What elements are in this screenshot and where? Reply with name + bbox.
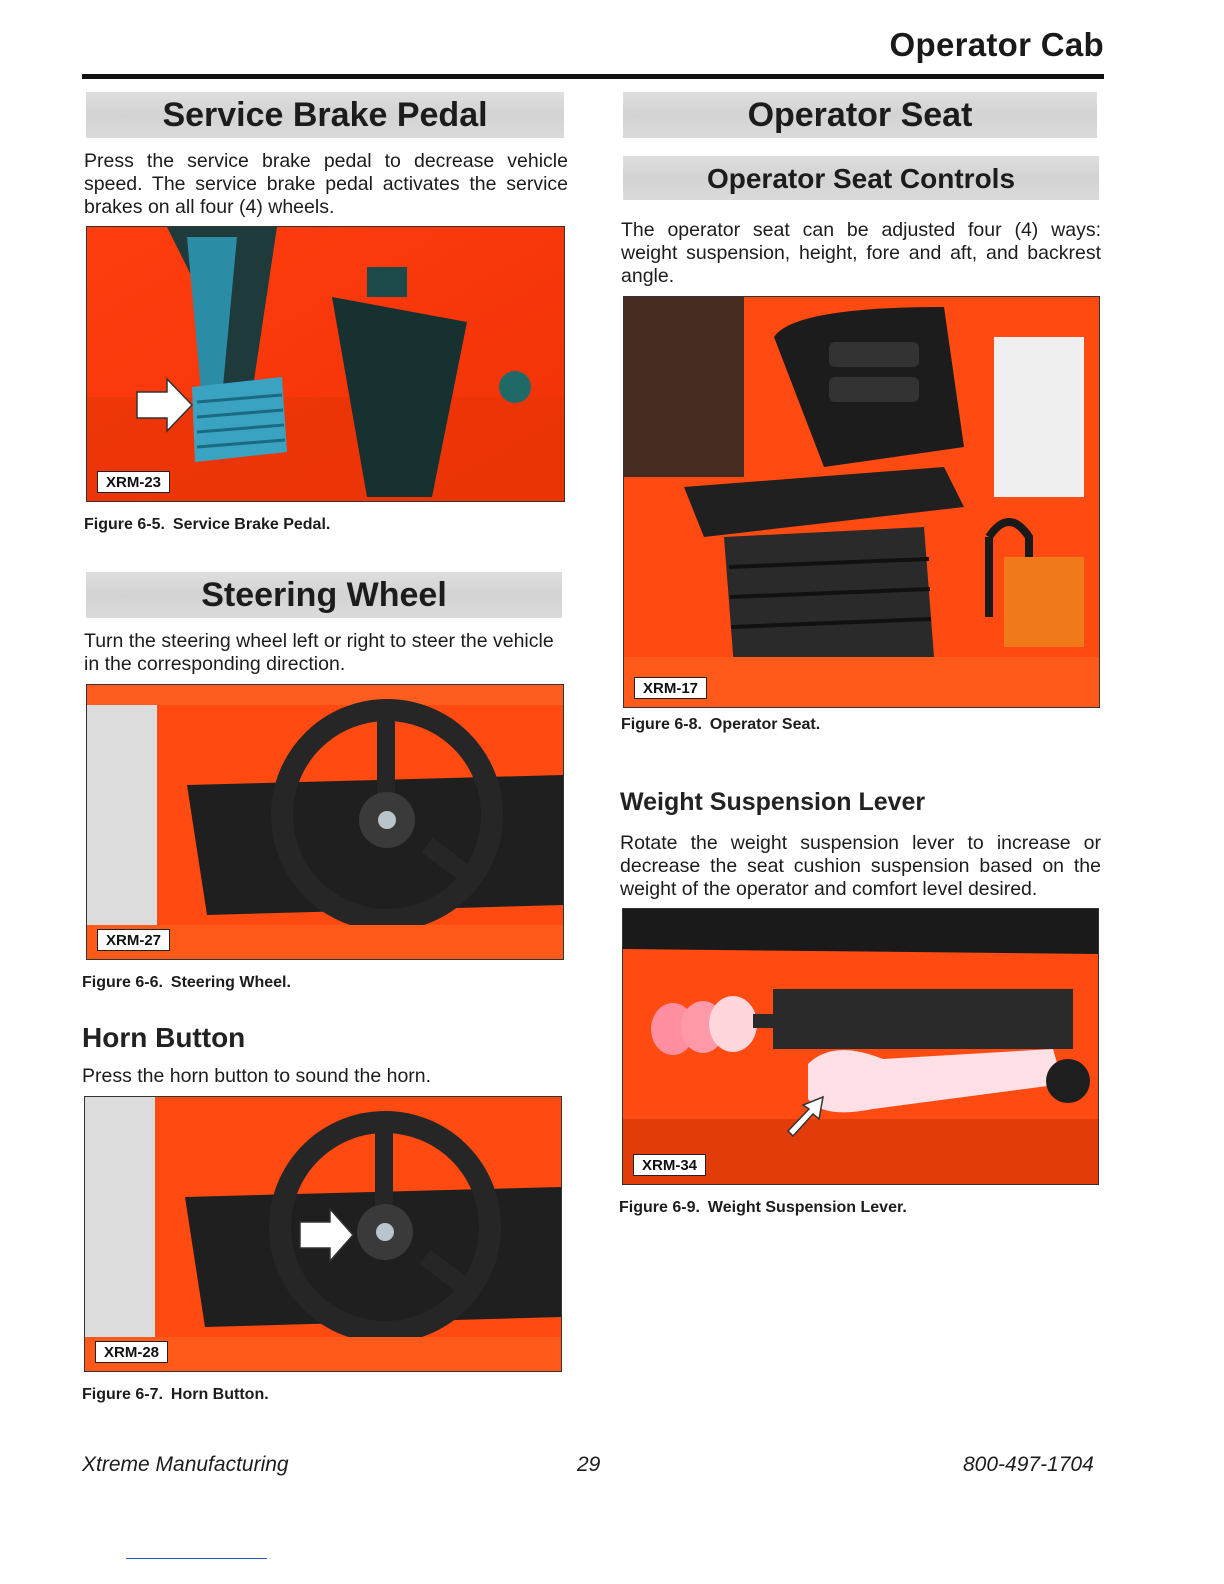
figure-number: Figure 6-8. [621,716,702,733]
figure-tag: XRM-34 [633,1154,707,1176]
footer-page-number: 29 [577,1453,601,1476]
figure-title: Operator Seat. [709,716,821,733]
weight-suspension-photo: XRM-34 [622,908,1099,1185]
figure-tag: XRM-17 [634,677,708,699]
figure-caption: Figure 6-6. Steering Wheel. [82,974,291,992]
service-brake-photo: XRM-23 [86,226,565,502]
steering-wheel-illustration [87,685,563,959]
operator-seat-photo: XRM-17 [623,296,1100,708]
footer-link-underline [126,1558,267,1559]
figure-number: Figure 6-7. [82,1386,163,1403]
service-brake-heading: Service Brake Pedal [86,92,564,138]
figure-caption: Figure 6-5. Service Brake Pedal. [84,516,330,534]
service-brake-text: Press the service brake pedal to decreas… [84,150,568,218]
figure-caption: Figure 6-8. Operator Seat. [621,716,820,734]
figure-number: Figure 6-6. [82,974,163,991]
horn-button-heading: Horn Button [82,1022,246,1053]
weight-lever-illustration [623,909,1098,1184]
figure-title: Service Brake Pedal. [172,516,331,533]
steering-wheel-photo: XRM-27 [86,684,564,960]
figure-number: Figure 6-9. [619,1199,700,1216]
operator-seat-illustration [624,297,1099,707]
figure-title: Steering Wheel. [170,974,291,991]
horn-button-photo: XRM-28 [84,1096,562,1372]
figure-title: Horn Button. [170,1386,269,1403]
horn-button-text: Press the horn button to sound the horn. [82,1065,432,1087]
operator-seat-text: The operator seat can be adjusted four (… [621,219,1101,287]
footer-company: Xtreme Manufacturing [82,1453,289,1476]
steering-wheel-text: Turn the steering wheel left or right to… [84,630,554,675]
footer-phone: 800-497-1704 [963,1453,1094,1476]
header-rule [82,74,1104,79]
page-header-title: Operator Cab [889,26,1104,63]
figure-tag: XRM-27 [97,929,171,951]
weight-suspension-heading: Weight Suspension Lever [620,788,926,816]
operator-seat-controls-heading: Operator Seat Controls [623,156,1099,200]
horn-illustration [85,1097,561,1371]
operator-seat-heading: Operator Seat [623,92,1097,138]
brake-pedal-illustration [87,227,564,501]
figure-tag: XRM-23 [97,471,171,493]
steering-wheel-heading: Steering Wheel [86,572,562,618]
figure-caption: Figure 6-7. Horn Button. [82,1386,269,1404]
figure-number: Figure 6-5. [84,516,165,533]
figure-tag: XRM-28 [95,1341,169,1363]
figure-caption: Figure 6-9. Weight Suspension Lever. [619,1199,907,1217]
weight-suspension-text: Rotate the weight suspension lever to in… [620,832,1101,900]
figure-title: Weight Suspension Lever. [707,1199,907,1216]
